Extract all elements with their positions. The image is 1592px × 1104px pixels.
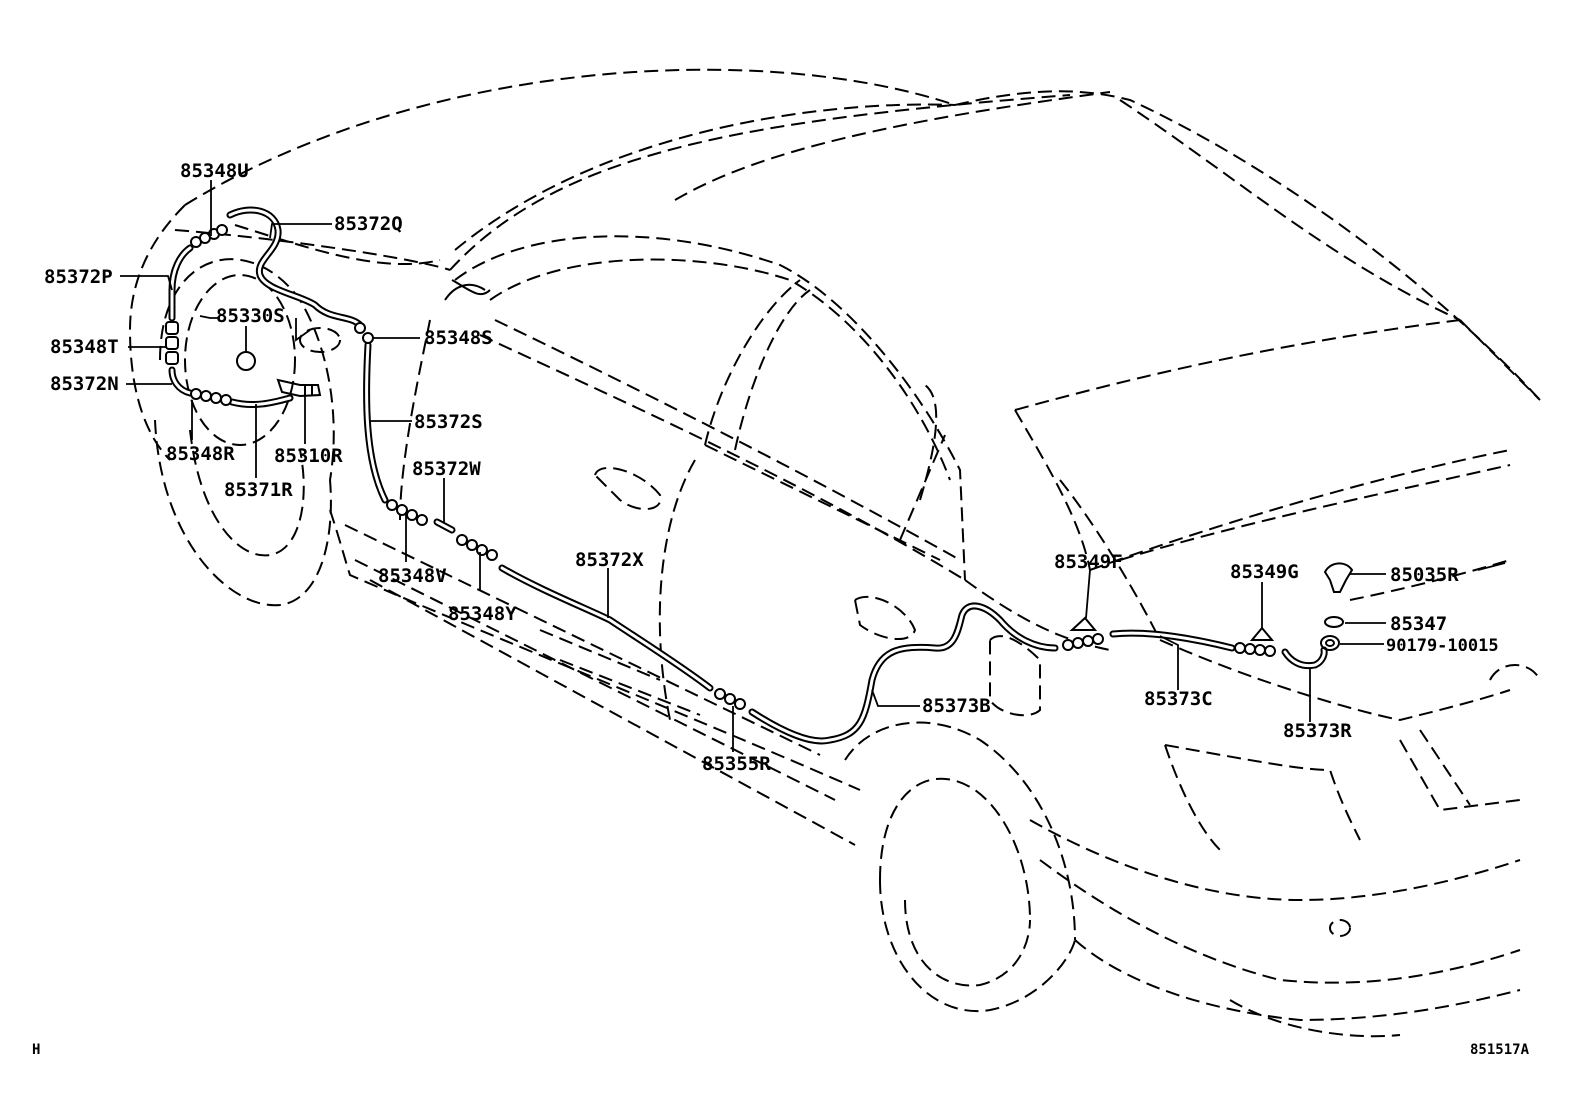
- washer-components: [236, 351, 1354, 651]
- label-85348s: 85348S: [424, 327, 493, 349]
- nut-90179-10015: [1320, 635, 1340, 651]
- washer-motor: [276, 378, 322, 398]
- label-85348y: 85348Y: [448, 603, 517, 625]
- label-85348v: 85348V: [378, 565, 447, 587]
- label-85372x: 85372X: [575, 549, 644, 571]
- washer-hose-routing: [168, 206, 1328, 745]
- nozzle-85035r: [1323, 562, 1354, 593]
- label-85372s: 85372S: [414, 411, 483, 433]
- label-85348r: 85348R: [166, 443, 235, 465]
- leader-lines: [120, 180, 1506, 752]
- label-85035r: 85035R: [1390, 564, 1459, 586]
- gasket-85347: [1324, 616, 1344, 628]
- car-body-outline: [128, 68, 1541, 1038]
- label-85372n: 85372N: [50, 373, 119, 395]
- label-85349g: 85349G: [1230, 561, 1299, 583]
- label-85372p: 85372P: [44, 266, 113, 288]
- label-85348u: 85348U: [180, 160, 249, 182]
- figure-code: 851517A: [1470, 1042, 1530, 1058]
- label-85373r: 85373R: [1283, 720, 1352, 742]
- label-85372q: 85372Q: [334, 213, 403, 235]
- label-85373c: 85373C: [1144, 688, 1213, 710]
- label-85355r: 85355R: [702, 753, 771, 775]
- label-85372w: 85372W: [412, 458, 481, 480]
- part-labels: 85348U 85372Q 85372P 85330S 85348T 85348…: [44, 160, 1499, 775]
- label-85371r: 85371R: [224, 479, 293, 501]
- label-90179-10015: 90179-10015: [1386, 636, 1499, 656]
- hose-connectors: [165, 224, 1276, 710]
- label-85330s: 85330S: [216, 305, 285, 327]
- corner-marker-left: H: [32, 1042, 40, 1058]
- washer-tank-inlet: [236, 351, 256, 371]
- label-85347: 85347: [1390, 613, 1447, 635]
- nozzle-85349g: [1249, 626, 1275, 641]
- label-85348t: 85348T: [50, 336, 119, 358]
- label-85310r: 85310R: [274, 445, 343, 467]
- label-85349f: 85349F: [1054, 551, 1123, 573]
- nozzle-85349f: [1069, 616, 1098, 631]
- label-85373b: 85373B: [922, 695, 991, 717]
